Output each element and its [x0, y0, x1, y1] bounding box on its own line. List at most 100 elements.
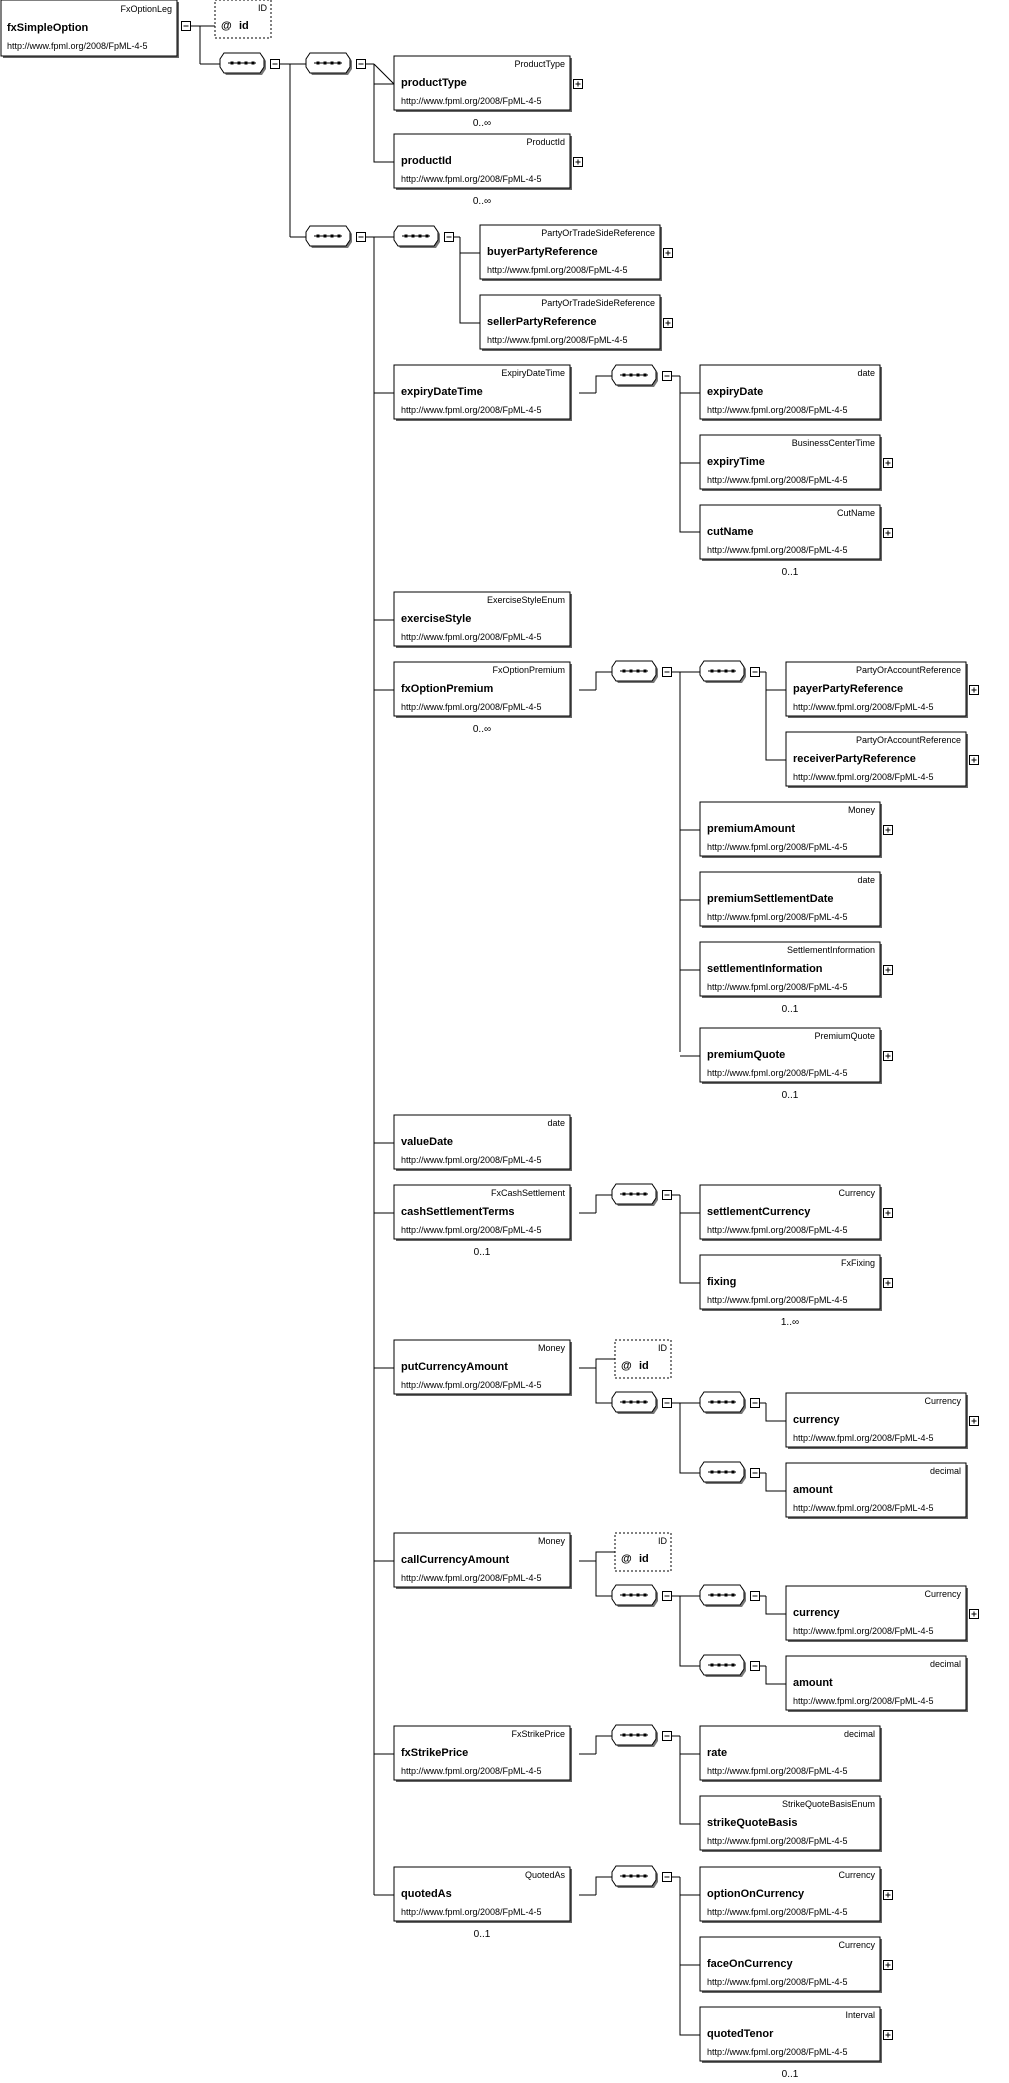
element-valueDate[interactable]: datevalueDatehttp://www.fpml.org/2008/Fp… — [393, 1114, 572, 1171]
element-optionOnCurrency[interactable]: CurrencyoptionOnCurrencyhttp://www.fpml.… — [699, 1866, 882, 1923]
expand-icon[interactable] — [883, 458, 893, 468]
expand-icon[interactable] — [573, 79, 583, 89]
sequence-compositor[interactable] — [611, 1183, 658, 1206]
element-cutName[interactable]: CutNamecutNamehttp://www.fpml.org/2008/F… — [699, 504, 882, 578]
collapse-icon[interactable] — [750, 667, 760, 677]
element-productType[interactable]: ProductTypeproductTypehttp://www.fpml.or… — [393, 55, 572, 129]
element-buyerPartyReference[interactable]: PartyOrTradeSideReferencebuyerPartyRefer… — [479, 224, 662, 281]
sequence-compositor[interactable] — [611, 1865, 658, 1888]
root-namespace: http://www.fpml.org/2008/FpML-4-5 — [7, 41, 148, 51]
expand-icon[interactable] — [969, 1416, 979, 1426]
attribute-at-icon: @ — [621, 1360, 632, 1372]
expand-icon[interactable] — [883, 1960, 893, 1970]
collapse-icon[interactable] — [662, 1731, 672, 1741]
expand-icon[interactable] — [883, 1051, 893, 1061]
sequence-compositor[interactable] — [699, 1654, 746, 1677]
element-sellerPartyReference[interactable]: PartyOrTradeSideReferencesellerPartyRefe… — [479, 294, 662, 351]
sequence-compositor[interactable] — [305, 225, 352, 248]
element-callCurrencyAmount[interactable]: MoneycallCurrencyAmounthttp://www.fpml.o… — [393, 1532, 572, 1589]
expand-icon[interactable] — [663, 318, 673, 328]
sequence-compositor[interactable] — [699, 660, 746, 683]
element-fxOptionPremium[interactable]: FxOptionPremiumfxOptionPremiumhttp://www… — [393, 661, 572, 735]
collapse-icon[interactable] — [662, 1190, 672, 1200]
element-payerPartyReference[interactable]: PartyOrAccountReferencepayerPartyReferen… — [785, 661, 968, 718]
element-premiumQuote[interactable]: PremiumQuotepremiumQuotehttp://www.fpml.… — [699, 1027, 882, 1101]
root-element[interactable]: FxOptionLegfxSimpleOptionhttp://www.fpml… — [0, 0, 179, 58]
attribute-id[interactable]: ID@id — [214, 0, 272, 39]
element-settlementInformation[interactable]: SettlementInformationsettlementInformati… — [699, 941, 882, 1015]
element-putCurrency[interactable]: Currencycurrencyhttp://www.fpml.org/2008… — [785, 1392, 968, 1449]
element-name: premiumSettlementDate — [707, 893, 834, 905]
element-putCurrencyAmount[interactable]: MoneyputCurrencyAmounthttp://www.fpml.or… — [393, 1339, 572, 1396]
element-premiumSettlementDate[interactable]: datepremiumSettlementDatehttp://www.fpml… — [699, 871, 882, 928]
expand-icon[interactable] — [573, 157, 583, 167]
element-premiumAmount[interactable]: MoneypremiumAmounthttp://www.fpml.org/20… — [699, 801, 882, 858]
collapse-icon[interactable] — [662, 1872, 672, 1882]
element-expiryDate[interactable]: dateexpiryDatehttp://www.fpml.org/2008/F… — [699, 364, 882, 421]
element-namespace: http://www.fpml.org/2008/FpML-4-5 — [707, 1977, 848, 1987]
element-productId[interactable]: ProductIdproductIdhttp://www.fpml.org/20… — [393, 133, 572, 207]
element-type: StrikeQuoteBasisEnum — [782, 1799, 875, 1809]
collapse-icon[interactable] — [750, 1398, 760, 1408]
expand-icon[interactable] — [883, 2030, 893, 2040]
element-quotedTenor[interactable]: IntervalquotedTenorhttp://www.fpml.org/2… — [699, 2006, 882, 2080]
element-quotedAs[interactable]: QuotedAsquotedAshttp://www.fpml.org/2008… — [393, 1866, 572, 1940]
collapse-icon[interactable] — [750, 1468, 760, 1478]
collapse-icon[interactable] — [270, 59, 280, 69]
element-fxStrikePrice[interactable]: FxStrikePricefxStrikePricehttp://www.fpm… — [393, 1725, 572, 1782]
collapse-icon[interactable] — [444, 232, 454, 242]
sequence-compositor[interactable] — [393, 225, 440, 248]
sequence-compositor[interactable] — [611, 1584, 658, 1607]
element-name: fixing — [707, 1276, 736, 1288]
collapse-icon[interactable] — [356, 59, 366, 69]
sequence-compositor[interactable] — [611, 660, 658, 683]
collapse-icon[interactable] — [662, 1398, 672, 1408]
expand-icon[interactable] — [883, 965, 893, 975]
sequence-compositor[interactable] — [699, 1391, 746, 1414]
element-type: decimal — [844, 1729, 875, 1739]
element-exerciseStyle[interactable]: ExerciseStyleEnumexerciseStylehttp://www… — [393, 591, 572, 648]
collapse-icon[interactable] — [356, 232, 366, 242]
expand-icon[interactable] — [883, 825, 893, 835]
connector — [679, 1877, 700, 2036]
element-faceOnCurrency[interactable]: CurrencyfaceOnCurrencyhttp://www.fpml.or… — [699, 1936, 882, 1993]
element-strikeQuoteBasis[interactable]: StrikeQuoteBasisEnumstrikeQuoteBasishttp… — [699, 1795, 882, 1852]
element-rate[interactable]: decimalratehttp://www.fpml.org/2008/FpML… — [699, 1725, 882, 1782]
element-putAmount[interactable]: decimalamounthttp://www.fpml.org/2008/Fp… — [785, 1462, 968, 1519]
sequence-compositor[interactable] — [611, 1391, 658, 1414]
expand-icon[interactable] — [883, 528, 893, 538]
sequence-compositor[interactable] — [699, 1461, 746, 1484]
collapse-icon[interactable] — [662, 667, 672, 677]
sequence-compositor[interactable] — [219, 52, 266, 75]
sequence-compositor[interactable] — [611, 1724, 658, 1747]
element-name: receiverPartyReference — [793, 753, 916, 765]
element-namespace: http://www.fpml.org/2008/FpML-4-5 — [793, 1503, 934, 1513]
element-expiryDateTime[interactable]: ExpiryDateTimeexpiryDateTimehttp://www.f… — [393, 364, 572, 421]
element-callCurrency[interactable]: Currencycurrencyhttp://www.fpml.org/2008… — [785, 1585, 968, 1642]
collapse-icon[interactable] — [750, 1591, 760, 1601]
collapse-icon[interactable] — [662, 1591, 672, 1601]
attribute-id[interactable]: ID@id — [614, 1532, 672, 1572]
attribute-id[interactable]: ID@id — [614, 1339, 672, 1379]
element-receiverPartyReference[interactable]: PartyOrAccountReferencereceiverPartyRefe… — [785, 731, 968, 788]
element-type: Money — [848, 805, 876, 815]
element-expiryTime[interactable]: BusinessCenterTimeexpiryTimehttp://www.f… — [699, 434, 882, 491]
expand-icon[interactable] — [969, 755, 979, 765]
connector — [679, 376, 700, 464]
element-fixing[interactable]: FxFixingfixinghttp://www.fpml.org/2008/F… — [699, 1254, 882, 1328]
collapse-icon[interactable] — [181, 21, 191, 31]
expand-icon[interactable] — [969, 685, 979, 695]
expand-icon[interactable] — [883, 1890, 893, 1900]
expand-icon[interactable] — [969, 1609, 979, 1619]
sequence-compositor[interactable] — [611, 364, 658, 387]
expand-icon[interactable] — [883, 1208, 893, 1218]
collapse-icon[interactable] — [750, 1661, 760, 1671]
element-callAmount[interactable]: decimalamounthttp://www.fpml.org/2008/Fp… — [785, 1655, 968, 1712]
expand-icon[interactable] — [883, 1278, 893, 1288]
sequence-compositor[interactable] — [699, 1584, 746, 1607]
element-settlementCurrency[interactable]: CurrencysettlementCurrencyhttp://www.fpm… — [699, 1184, 882, 1241]
expand-icon[interactable] — [663, 248, 673, 258]
element-cashSettlementTerms[interactable]: FxCashSettlementcashSettlementTermshttp:… — [393, 1184, 572, 1258]
sequence-compositor[interactable] — [305, 52, 352, 75]
collapse-icon[interactable] — [662, 371, 672, 381]
